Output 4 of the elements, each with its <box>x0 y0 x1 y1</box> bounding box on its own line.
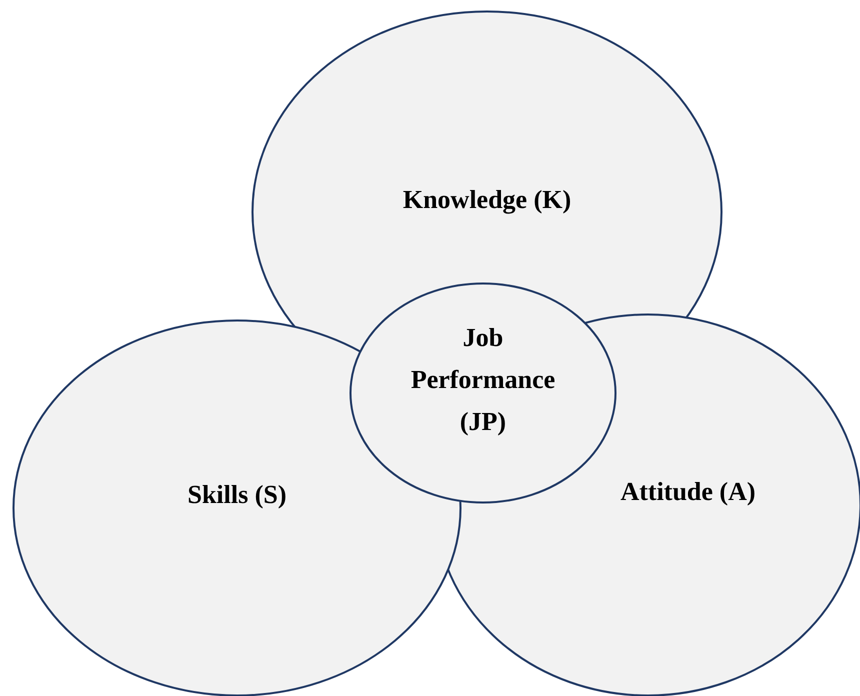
ellipse-label: Job Performance (JP) <box>410 322 556 438</box>
ellipse-label: Attitude (A) <box>619 476 757 508</box>
ellipse-label: Skills (S) <box>186 479 288 511</box>
ellipse-label: Knowledge (K) <box>402 184 572 216</box>
